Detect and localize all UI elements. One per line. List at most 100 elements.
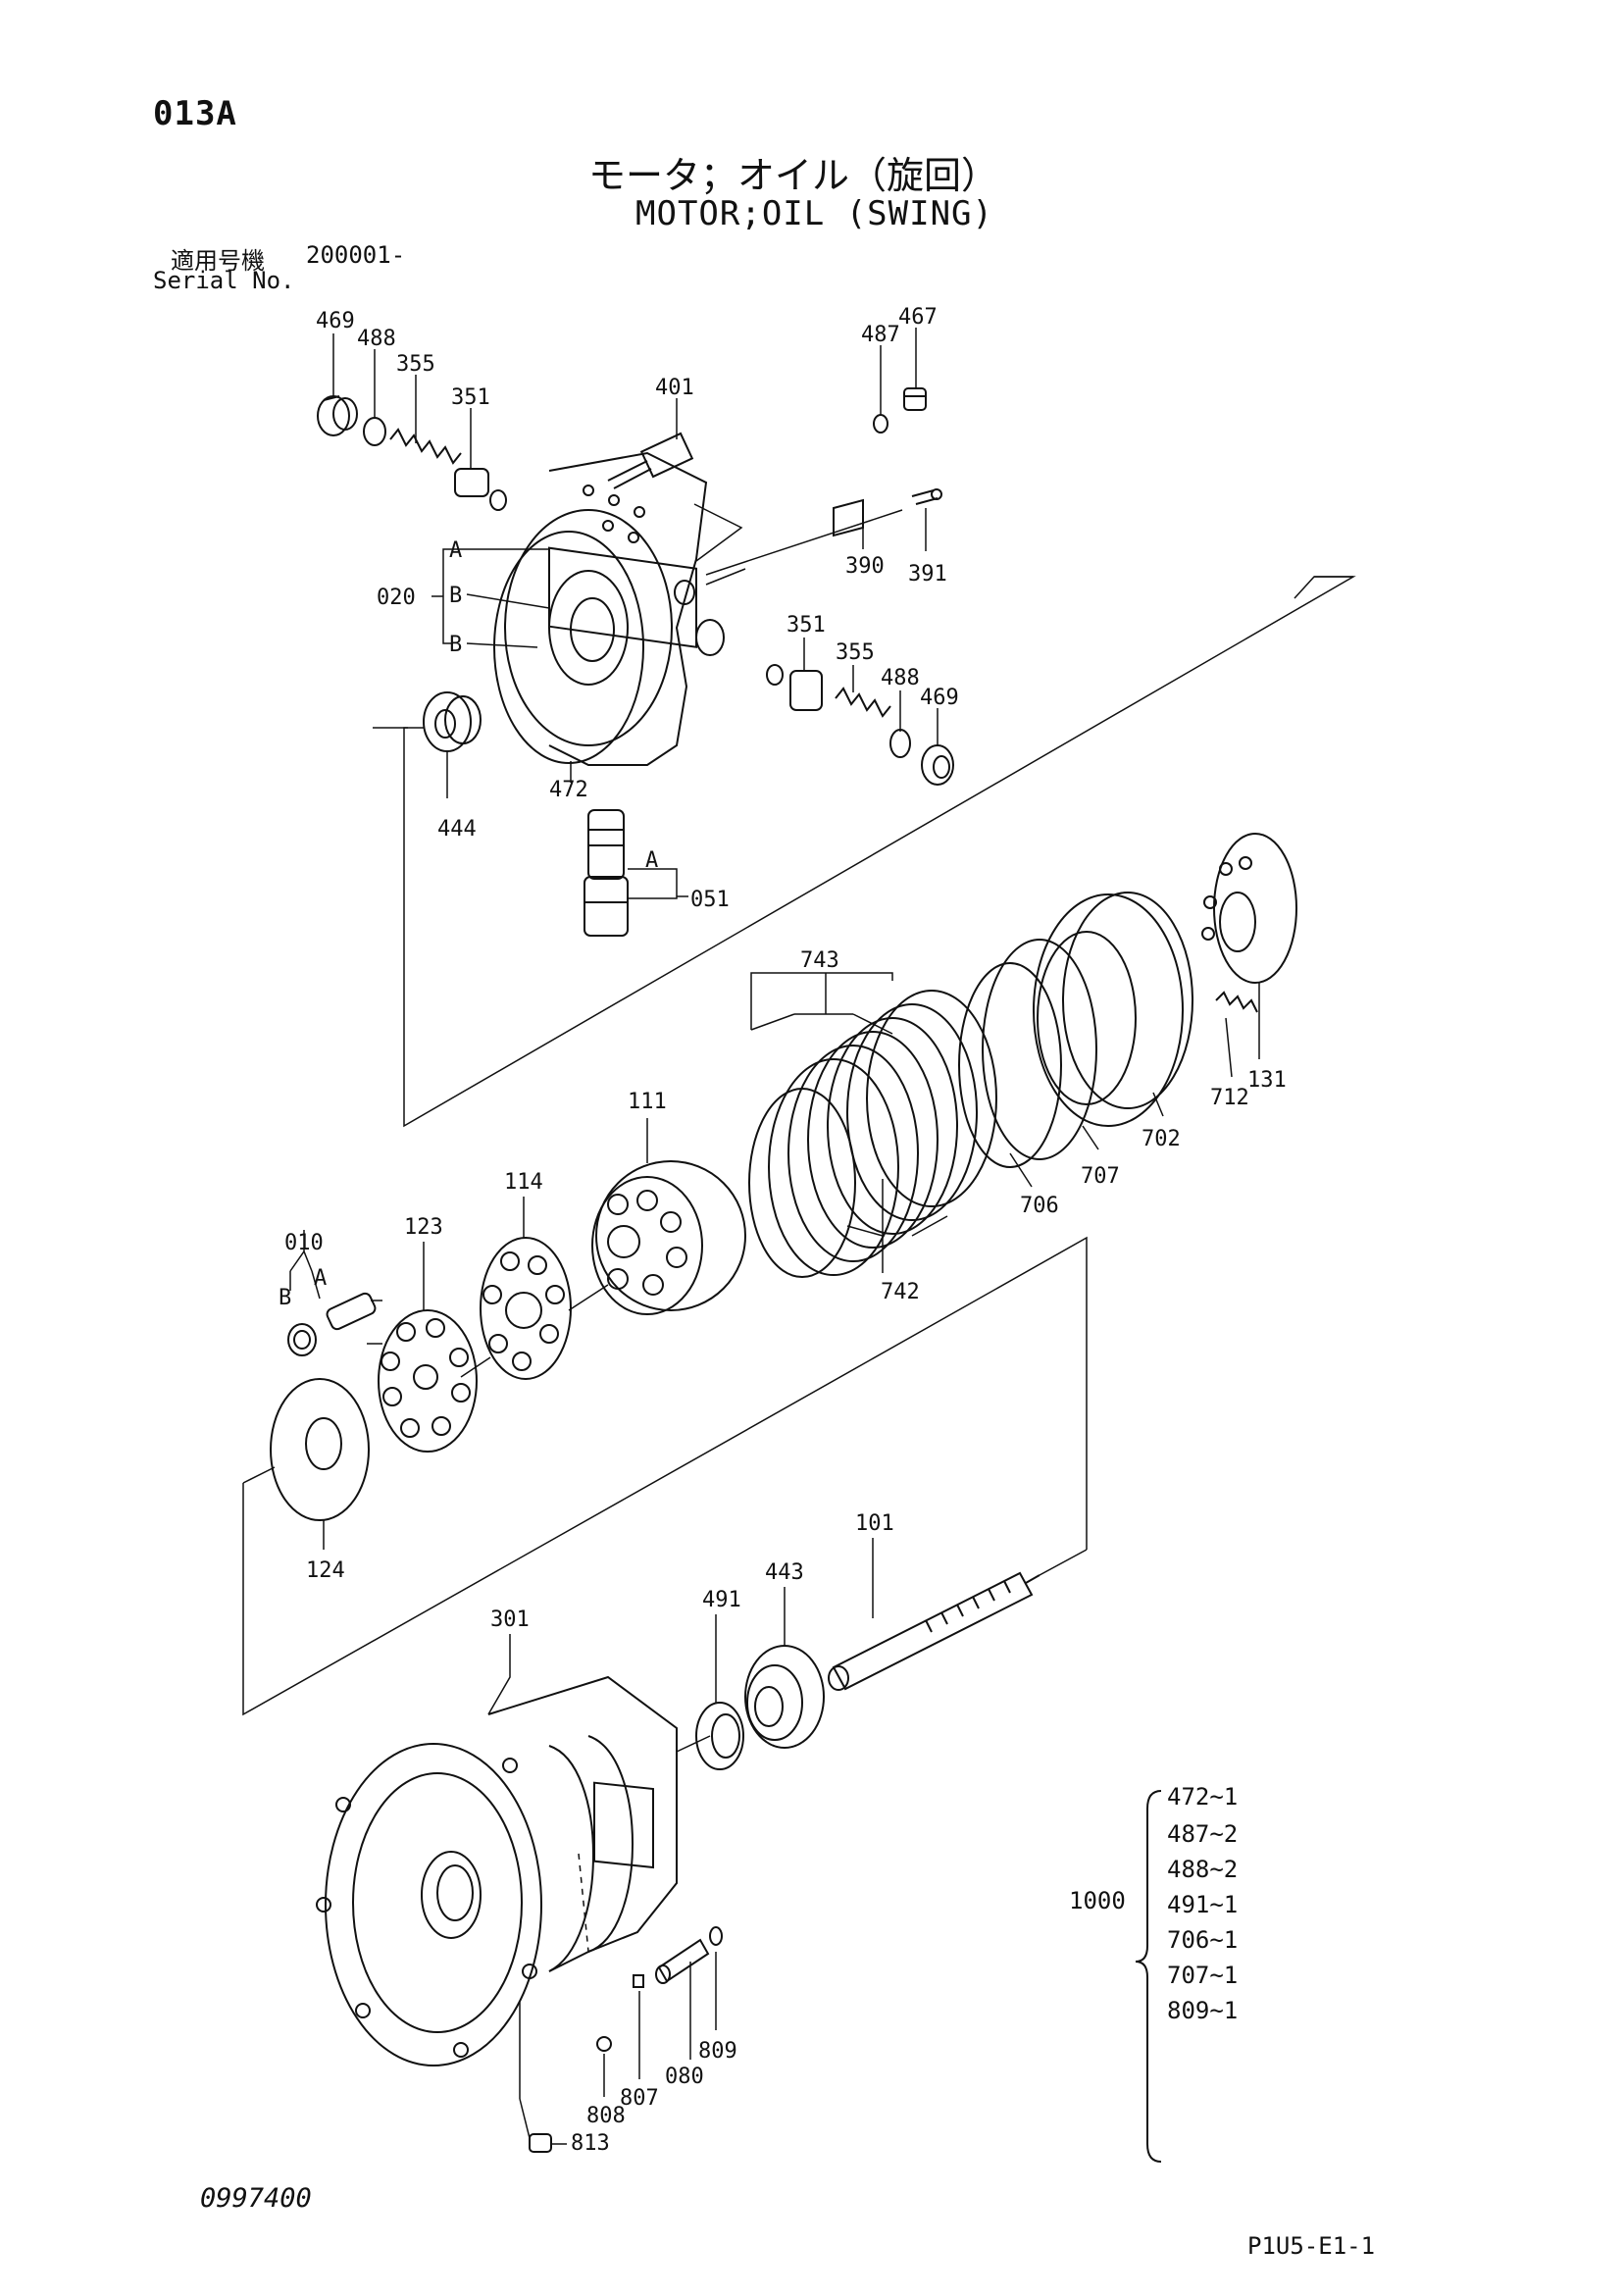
o-ring-488-right-icon — [889, 729, 911, 758]
callout-b-2: B — [449, 633, 462, 657]
serial-label-english: Serial No. — [153, 267, 295, 294]
callout-391: 391 — [908, 562, 947, 587]
callout-020: 020 — [377, 586, 416, 610]
page-reference: P1U5-E1-1 — [1247, 2232, 1376, 2260]
callout-469-left: 469 — [316, 309, 355, 333]
callout-351-left: 351 — [451, 385, 490, 410]
callout-487: 487 — [861, 323, 900, 347]
valve-plate-131-icon — [1201, 833, 1297, 984]
leader-lines-upper — [332, 328, 939, 899]
serial-label-japanese: 適用号機 — [171, 247, 265, 275]
o-ring-707-icon — [982, 939, 1097, 1160]
o-ring-472-icon — [493, 531, 644, 764]
screw-391-icon — [911, 488, 942, 505]
kit-number: 1000 — [1069, 1887, 1126, 1914]
callout-101: 101 — [855, 1511, 894, 1536]
friction-plates-742-743-icon — [748, 990, 997, 1278]
callout-444: 444 — [437, 817, 477, 842]
cylinder-block-111-icon — [591, 1160, 746, 1315]
relief-valve-051-icon — [584, 809, 629, 937]
set-plate-114-icon — [480, 1237, 572, 1380]
o-ring-488-left-icon — [363, 417, 386, 446]
relief-plug-080-icon — [655, 1938, 710, 1984]
callout-488-left: 488 — [357, 327, 396, 351]
bearing-444-icon — [423, 691, 482, 752]
callout-488-right: 488 — [881, 666, 920, 690]
leader-lines-lower — [487, 1538, 874, 2145]
kit-item: 491~1 — [1167, 1891, 1238, 1918]
plug-808-icon — [596, 2036, 612, 2052]
callout-351-right: 351 — [787, 613, 826, 638]
callout-702: 702 — [1142, 1127, 1181, 1151]
callout-712: 712 — [1210, 1086, 1249, 1110]
output-shaft-101-icon — [828, 1571, 1040, 1691]
plug-469-right-icon — [921, 744, 954, 786]
oil-seal-491-icon — [695, 1702, 744, 1770]
kit-list: 1000 472~1 487~2 488~2 491~1 706~1 707~1… — [1069, 1783, 1238, 2024]
o-ring-809-icon — [709, 1926, 723, 1946]
callout-706: 706 — [1020, 1194, 1059, 1218]
callout-491: 491 — [702, 1588, 741, 1612]
callout-467: 467 — [898, 305, 938, 330]
spring-712-icon — [1215, 991, 1258, 1013]
callout-813: 813 — [571, 2131, 610, 2156]
retainer-plate-123-icon — [378, 1309, 478, 1453]
plug-813-icon — [529, 2133, 552, 2153]
kit-brace — [1135, 1790, 1162, 2163]
serial-range: 200001- — [306, 241, 406, 269]
callout-a-3: A — [314, 1266, 327, 1291]
callout-742: 742 — [881, 1280, 920, 1304]
callout-a-1: A — [449, 538, 462, 563]
callout-051: 051 — [690, 888, 730, 912]
callout-080: 080 — [665, 2065, 704, 2089]
kit-item: 809~1 — [1167, 1997, 1238, 2024]
callout-808: 808 — [586, 2104, 626, 2128]
spring-355-left-icon — [389, 428, 462, 465]
title-japanese: モータ；オイル（旋回） — [588, 154, 999, 197]
callout-010: 010 — [284, 1231, 324, 1255]
callout-469-right: 469 — [920, 686, 959, 710]
leader-lines-middle — [289, 972, 1260, 1550]
callout-401: 401 — [655, 376, 694, 400]
callout-472: 472 — [549, 778, 588, 802]
kit-item: 487~2 — [1167, 1820, 1238, 1848]
bolt-401-icon — [607, 432, 694, 489]
kit-item: 472~1 — [1167, 1783, 1238, 1811]
callout-b-3: B — [279, 1286, 291, 1310]
callout-labels: 469 488 355 351 401 487 467 020 A B B 39… — [279, 305, 1287, 2156]
kit-item: 488~2 — [1167, 1856, 1238, 1883]
assembly-guide-lines — [242, 576, 1356, 1716]
callout-443: 443 — [765, 1560, 804, 1585]
nameplate-390-icon — [833, 498, 864, 537]
callout-355-left: 355 — [396, 352, 435, 377]
callout-390: 390 — [845, 554, 885, 579]
callout-114: 114 — [504, 1170, 543, 1195]
spool-351-left-icon — [454, 468, 507, 511]
piston-010-icon — [287, 1292, 377, 1356]
callout-301: 301 — [490, 1607, 530, 1632]
document-number: 0997400 — [200, 2183, 312, 2214]
casing-301-icon — [316, 1675, 678, 2066]
kit-item: 706~1 — [1167, 1926, 1238, 1954]
plug-469-left-icon — [317, 395, 358, 436]
callout-809: 809 — [698, 2039, 737, 2064]
callout-131: 131 — [1247, 1068, 1287, 1093]
callout-a-2: A — [645, 848, 658, 873]
shoe-plate-124-icon — [270, 1378, 370, 1521]
callout-111: 111 — [628, 1090, 667, 1114]
spool-351-right-icon — [766, 664, 823, 711]
callout-707: 707 — [1081, 1164, 1120, 1189]
bearing-443-icon — [744, 1645, 825, 1749]
callout-807: 807 — [620, 2086, 659, 2111]
plug-467-icon — [903, 387, 927, 411]
kit-item: 707~1 — [1167, 1962, 1238, 1989]
brake-piston-702-icon — [1033, 892, 1193, 1127]
diagram-code: 013A — [153, 94, 237, 133]
callout-b-1: B — [449, 584, 462, 608]
callout-743: 743 — [800, 948, 839, 973]
o-ring-487-icon — [873, 414, 888, 434]
title-english: MOTOR;OIL (SWING) — [635, 194, 993, 233]
callout-123: 123 — [404, 1215, 443, 1240]
callout-355-right: 355 — [836, 640, 875, 665]
